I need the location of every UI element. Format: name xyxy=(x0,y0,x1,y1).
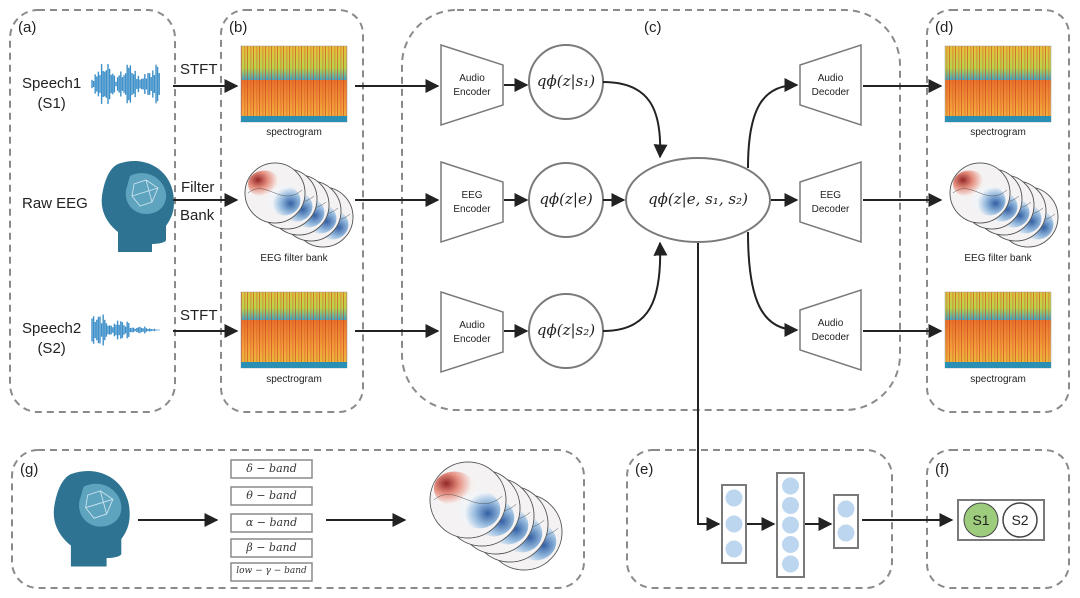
eeg-decoder-label: EEG Decoder xyxy=(811,190,850,215)
latent-q-s1-label: qϕ(z|s₁) xyxy=(536,72,596,90)
arrow-qs1-to-joint xyxy=(602,81,668,159)
band-label-alpha: α − band xyxy=(245,516,298,529)
spectrogram-b2 xyxy=(240,291,348,369)
speech2-label: Speech2 (S2) xyxy=(22,320,82,357)
panel-d-frame xyxy=(926,9,1070,413)
latent-q-s2-label: qϕ(z|s₂) xyxy=(536,321,596,339)
raw-eeg-label: Raw EEG xyxy=(22,195,88,212)
classifier-node xyxy=(837,500,855,518)
latent-joint-label: qϕ(z|e, s₁, s₂) xyxy=(648,190,748,208)
spectrogram-d2 xyxy=(944,291,1052,369)
band-label-low-gamma: low − γ − band xyxy=(236,566,307,576)
bank-label: Bank xyxy=(180,207,215,224)
panel-c-frame xyxy=(401,9,901,411)
classifier-node xyxy=(725,489,743,507)
head-icon xyxy=(101,161,174,252)
eeg-topomap-stack-b xyxy=(244,162,354,248)
classifier-node xyxy=(782,477,799,495)
speech1-waveform xyxy=(91,64,160,104)
spectrogram-d1 xyxy=(944,45,1052,123)
band-box-alpha xyxy=(230,513,313,533)
audio-decoder-top xyxy=(799,43,862,127)
caption-eeg-filter-bank-b: EEG filter bank xyxy=(260,253,328,264)
band-label-theta: θ − band xyxy=(246,489,297,502)
output-s1-label: S1 xyxy=(972,512,990,528)
panel-g-frame xyxy=(11,449,585,589)
eeg-topomap-stack-g xyxy=(429,461,563,571)
eeg-encoder-label: EEG Encoder xyxy=(453,190,491,215)
stft-label-bottom: STFT xyxy=(180,307,218,324)
classifier-node xyxy=(725,540,743,558)
panel-a-frame xyxy=(9,9,176,413)
output-s1-circle xyxy=(963,502,999,538)
stft-label-top: STFT xyxy=(180,61,218,78)
head-icon xyxy=(53,470,130,567)
band-label-delta: δ − band xyxy=(246,462,297,475)
band-box-beta xyxy=(230,538,313,558)
audio-encoder-bottom-label: Audio Encoder xyxy=(453,320,491,345)
band-label-beta: β − band xyxy=(246,541,297,554)
panel-label-a: (a) xyxy=(18,19,37,36)
speech2-waveform xyxy=(91,314,160,346)
panel-label-d: (d) xyxy=(935,19,954,36)
arrow-joint-to-classifier xyxy=(697,243,721,531)
arrow-qs2-to-joint xyxy=(602,241,668,332)
arrow-joint-to-dec1 xyxy=(747,78,799,169)
classifier-node xyxy=(837,524,855,542)
caption-spectrogram-d2: spectrogram xyxy=(970,374,1026,385)
audio-encoder-top xyxy=(440,43,504,127)
band-box-low-gamma xyxy=(230,562,313,582)
latent-q-e-label: qϕ(z|e) xyxy=(539,190,593,208)
panel-e-frame xyxy=(626,449,893,589)
filter-label: Filter xyxy=(181,179,215,196)
output-s2-circle xyxy=(1002,502,1038,538)
arrow-joint-to-dec3 xyxy=(747,231,799,337)
audio-decoder-bottom-label: Audio Decoder xyxy=(811,318,850,343)
audio-encoder-bottom xyxy=(440,290,504,374)
band-box-delta xyxy=(230,459,313,479)
eeg-encoder xyxy=(440,160,504,244)
caption-spectrogram-b1: spectrogram xyxy=(266,127,322,138)
panel-label-e: (e) xyxy=(635,461,654,478)
classifier-node xyxy=(782,536,799,553)
panel-label-b: (b) xyxy=(229,19,248,36)
caption-spectrogram-b2: spectrogram xyxy=(266,374,322,385)
eeg-decoder xyxy=(799,160,862,244)
caption-eeg-filter-bank-d: EEG filter bank xyxy=(964,253,1032,264)
classifier-node xyxy=(782,516,799,534)
panel-label-c: (c) xyxy=(644,19,662,36)
classifier-node xyxy=(725,515,743,533)
spectrogram-b1 xyxy=(240,45,348,123)
audio-decoder-top-label: Audio Decoder xyxy=(811,73,850,98)
speech1-label: Speech1 (S1) xyxy=(22,75,82,112)
classifier-node xyxy=(782,497,799,514)
panel-b-frame xyxy=(220,9,364,413)
caption-spectrogram-d1: spectrogram xyxy=(970,127,1026,138)
audio-encoder-top-label: Audio Encoder xyxy=(453,73,491,98)
eeg-topomap-stack-d xyxy=(949,162,1059,248)
classifier-node xyxy=(782,555,799,573)
band-box-theta xyxy=(230,486,313,506)
audio-decoder-bottom xyxy=(799,288,862,372)
panel-label-f: (f) xyxy=(935,461,950,478)
latent-joint-ellipse xyxy=(625,157,771,243)
panel-label-g: (g) xyxy=(20,461,39,478)
output-s2-label: S2 xyxy=(1011,512,1029,528)
